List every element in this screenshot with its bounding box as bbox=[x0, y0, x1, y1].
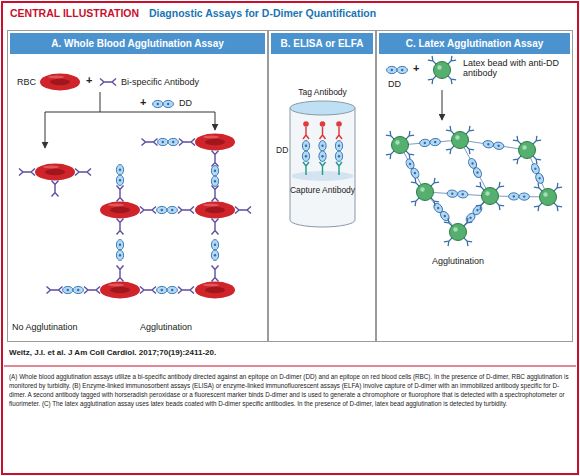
d-dimer-label: DD bbox=[276, 146, 288, 156]
plus-sign: + bbox=[86, 74, 92, 87]
citation: Weitz, J.I. et al. J Am Coll Cardiol. 20… bbox=[9, 348, 216, 357]
antibody-label: Tag Antibody bbox=[272, 88, 373, 98]
panel-header: C. Latex Agglutination Assay bbox=[379, 33, 570, 54]
d-dimer-label: DD bbox=[179, 98, 192, 108]
result-label: Agglutination bbox=[140, 322, 192, 332]
result-label: Agglutination bbox=[408, 256, 508, 266]
panel-header: B. ELISA or ELFA bbox=[271, 33, 373, 54]
bead-label: Latex bead with anti-DD antibody bbox=[463, 58, 571, 79]
plus-sign: + bbox=[413, 62, 419, 75]
antibody-label: Capture Antibody bbox=[268, 186, 377, 196]
caption-rule bbox=[4, 366, 576, 367]
d-dimer-label: DD bbox=[388, 79, 401, 89]
figure-caption: (A) Whole blood agglutination assays uti… bbox=[9, 372, 571, 409]
illustration-title: Diagnostic Assays for D-Dimer Quantifica… bbox=[149, 7, 376, 19]
cell-label: RBC bbox=[17, 77, 36, 87]
assay-panel: A. Whole Blood Agglutination Assay bbox=[7, 30, 268, 342]
plus-sign: + bbox=[140, 96, 146, 109]
antibody-label: Bi-specific Antibody bbox=[121, 77, 199, 87]
panel-header: A. Whole Blood Agglutination Assay bbox=[10, 33, 265, 54]
banner-label: CENTRAL ILLUSTRATION bbox=[10, 7, 139, 19]
result-label: No Agglutination bbox=[12, 322, 78, 332]
